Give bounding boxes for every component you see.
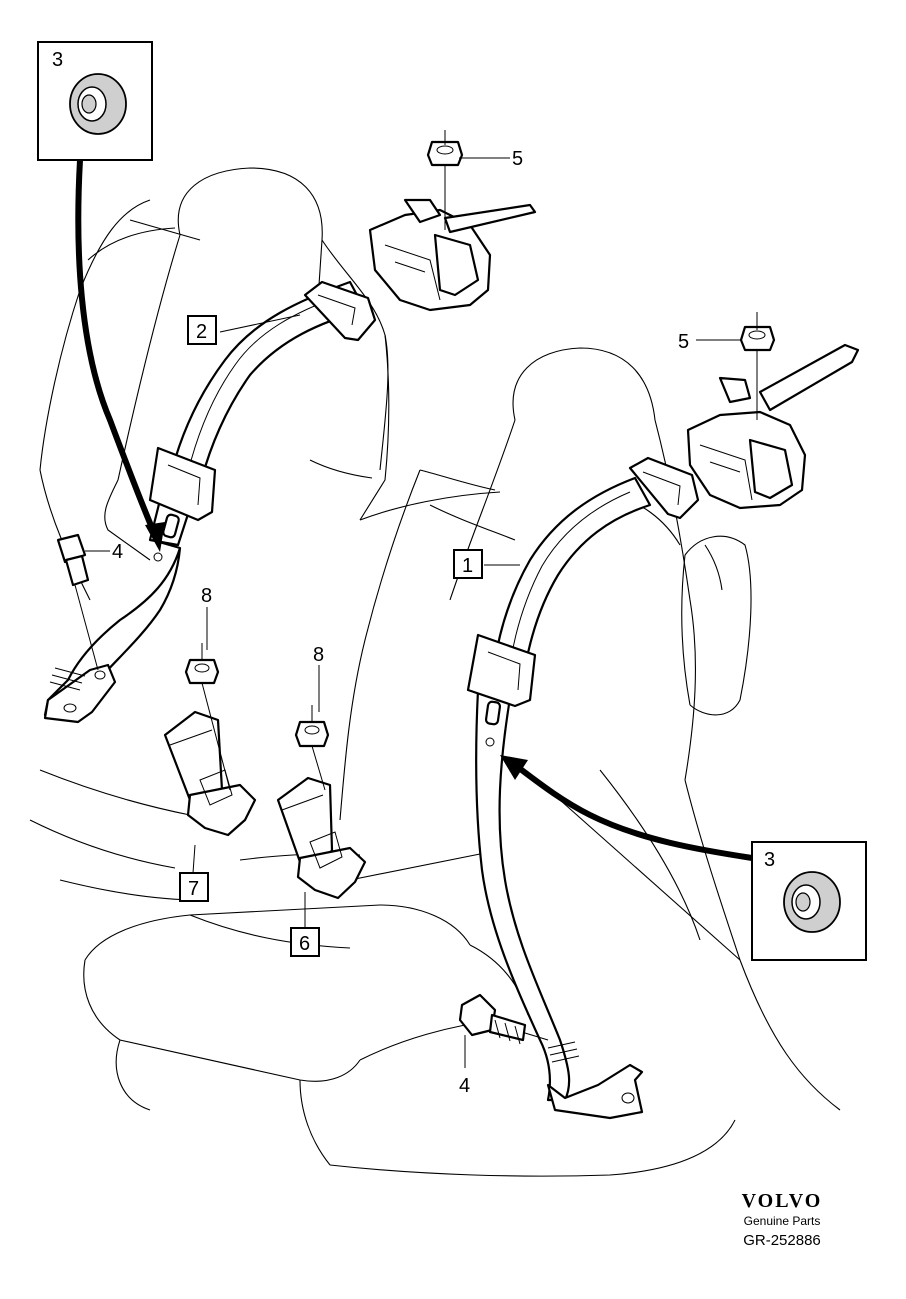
belt-guide-left-upper [303,280,377,342]
callout-4-right: 4 [459,1075,470,1097]
callout-5-left: 5 [512,148,523,170]
volvo-logo: VOLVO [741,1190,823,1212]
retractor-left [368,198,537,312]
nut-part-8-right [294,705,330,791]
callouts: 3 3 5 5 2 1 4 4 8 8 7 6 [52,49,775,1097]
callout-3-bottom: 3 [764,849,775,871]
nut-part-8-left [184,643,231,791]
genuine-parts-label: Genuine Parts [743,1214,821,1228]
bolt-part-4-right [458,993,549,1045]
inset-part-3-top [37,41,165,552]
buckle-part-6 [276,776,367,900]
callout-7-box [179,872,209,902]
callout-4-left: 4 [112,541,123,563]
diagram-id: GR-252886 [743,1232,821,1249]
callout-2: 2 [196,321,207,343]
callout-3-top: 3 [52,49,63,71]
belt-guide-right-lower [466,633,537,708]
retractor-right [686,343,860,510]
belt-guide-left-lower [148,446,217,522]
callout-7: 7 [188,878,199,900]
callout-8-left: 8 [201,585,212,607]
inset-part-3-bottom [500,755,867,961]
callout-8-right: 8 [313,644,324,666]
belt-guide-right-upper [628,456,700,520]
buckle-part-7 [163,710,257,837]
callout-1: 1 [462,555,473,577]
leader-lines [85,157,741,1068]
callout-6-box [290,927,320,957]
bolt-part-4-left [56,533,99,671]
nut-part-5-left [426,130,464,230]
callout-2-box [187,315,217,345]
callout-5-right: 5 [678,331,689,353]
callout-6: 6 [299,933,310,955]
callout-1-box [453,549,483,579]
